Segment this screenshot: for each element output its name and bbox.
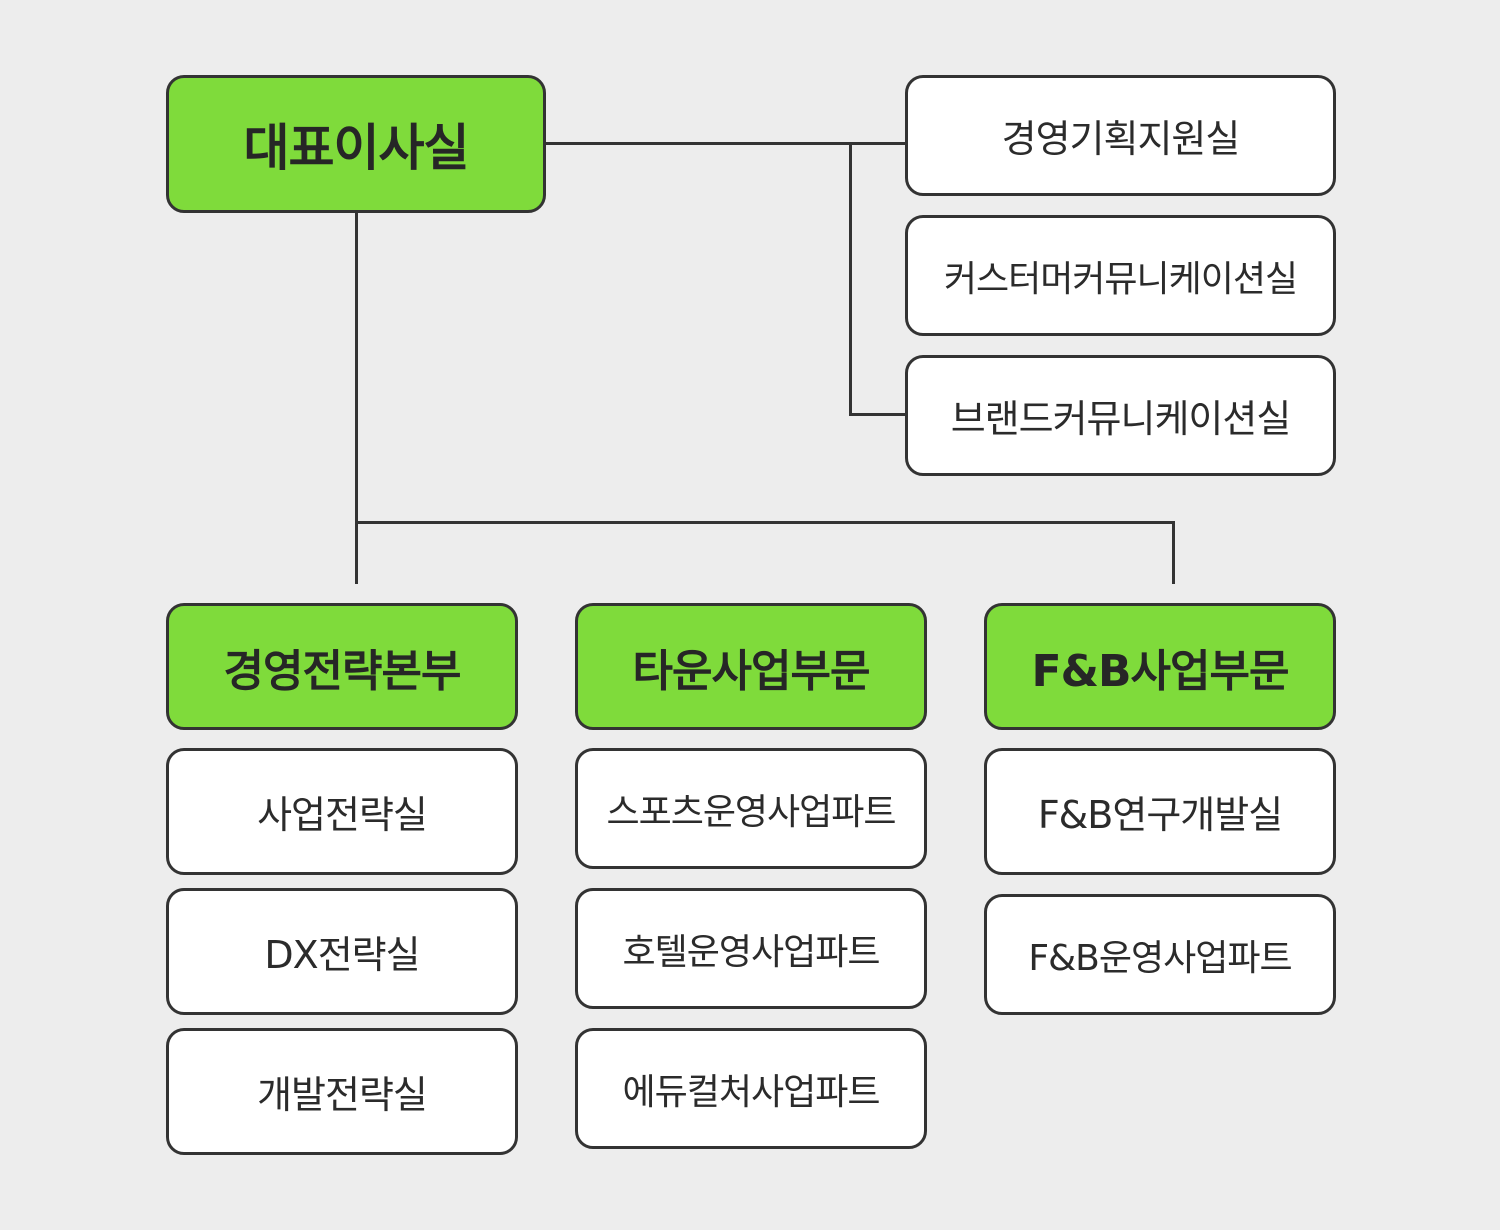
unit-fb-operation: F&B운영사업파트: [984, 894, 1336, 1015]
unit-sports-operation: 스포츠운영사업파트: [575, 748, 927, 869]
ceo-office-box: 대표이사실: [166, 75, 546, 213]
staff-unit-management-planning: 경영기획지원실: [905, 75, 1336, 196]
division-fb-business: F&B사업부문: [984, 603, 1336, 730]
division-town-business: 타운사업부문: [575, 603, 927, 730]
division-management-strategy: 경영전략본부: [166, 603, 518, 730]
connector-ceo-to-staff: [545, 142, 905, 145]
connector-staff-bottom: [849, 413, 905, 416]
connector-ceo-down: [355, 212, 358, 584]
unit-fb-research: F&B연구개발실: [984, 748, 1336, 875]
connector-staff-vertical: [849, 142, 852, 416]
unit-dx-strategy: DX전략실: [166, 888, 518, 1015]
staff-unit-brand-communication: 브랜드커뮤니케이션실: [905, 355, 1336, 476]
unit-business-strategy: 사업전략실: [166, 748, 518, 875]
connector-division-horizontal: [355, 521, 1175, 524]
unit-edu-culture: 에듀컬처사업파트: [575, 1028, 927, 1149]
staff-unit-customer-communication: 커스터머커뮤니케이션실: [905, 215, 1336, 336]
connector-fb-down: [1172, 521, 1175, 584]
unit-development-strategy: 개발전략실: [166, 1028, 518, 1155]
unit-hotel-operation: 호텔운영사업파트: [575, 888, 927, 1009]
